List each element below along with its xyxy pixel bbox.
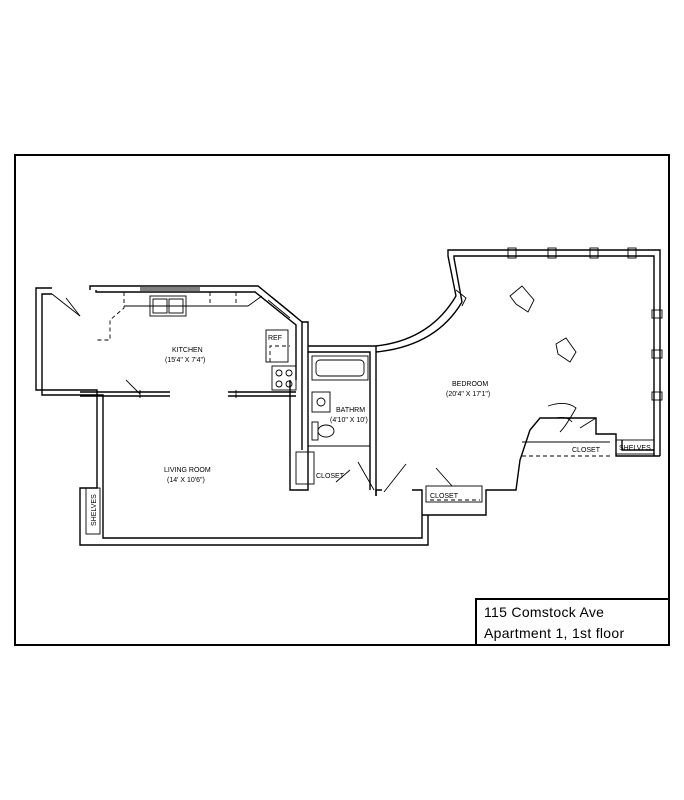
living-room-name: LIVING ROOM — [164, 467, 211, 474]
bathroom-dims: (4'10" X 10') — [330, 417, 368, 424]
kitchen-counters — [65, 292, 263, 341]
toilet-bowl — [317, 424, 335, 438]
title-unit: Apartment 1, 1st floor — [484, 625, 624, 641]
kitchen-dims: (15'4" X 7'4") — [165, 357, 205, 364]
bedroom-closets: CLOSET CLOSET SHELVES — [425, 403, 655, 503]
bathtub — [311, 355, 369, 381]
exterior-walls — [35, 285, 429, 546]
living-room-dims: (14' X 10'6") — [167, 477, 205, 484]
bedroom-walls — [375, 247, 663, 516]
closet-lower-label: CLOSET — [430, 493, 459, 500]
title-block: 115 Comstock Ave Apartment 1, 1st floor — [475, 598, 669, 645]
ref-label: REF — [268, 335, 282, 342]
shelves-right-label: SHELVES — [619, 445, 651, 452]
bedroom-doors — [357, 461, 453, 493]
title-address: 115 Comstock Ave — [484, 604, 604, 620]
living-room-door — [51, 293, 141, 395]
bathroom — [308, 345, 377, 496]
closet-right-label: CLOSET — [572, 447, 601, 454]
bathroom-name: BATHRM — [336, 407, 365, 414]
shelves-left: SHELVES — [85, 487, 101, 535]
kitchen-name: KITCHEN — [172, 347, 203, 354]
bath-closet-label: CLOSET — [316, 473, 345, 480]
refrigerator — [265, 329, 289, 363]
toilet-tank — [311, 421, 319, 441]
bedroom-name: BEDROOM — [452, 381, 488, 388]
bedroom-dims: (20'4" X 17'1") — [446, 391, 490, 398]
sheet-border — [14, 154, 670, 646]
room-labels: KITCHEN (15'4" X 7'4") LIVING ROOM (14' … — [164, 347, 490, 484]
bedroom-furniture — [509, 285, 577, 363]
bath-closet — [295, 451, 351, 485]
kitchen-appliances: REF — [265, 329, 297, 391]
kitchen-sink — [149, 295, 187, 317]
bath-sink — [311, 391, 331, 413]
svg-text:SHELVES: SHELVES — [91, 494, 98, 526]
stove — [271, 365, 297, 391]
